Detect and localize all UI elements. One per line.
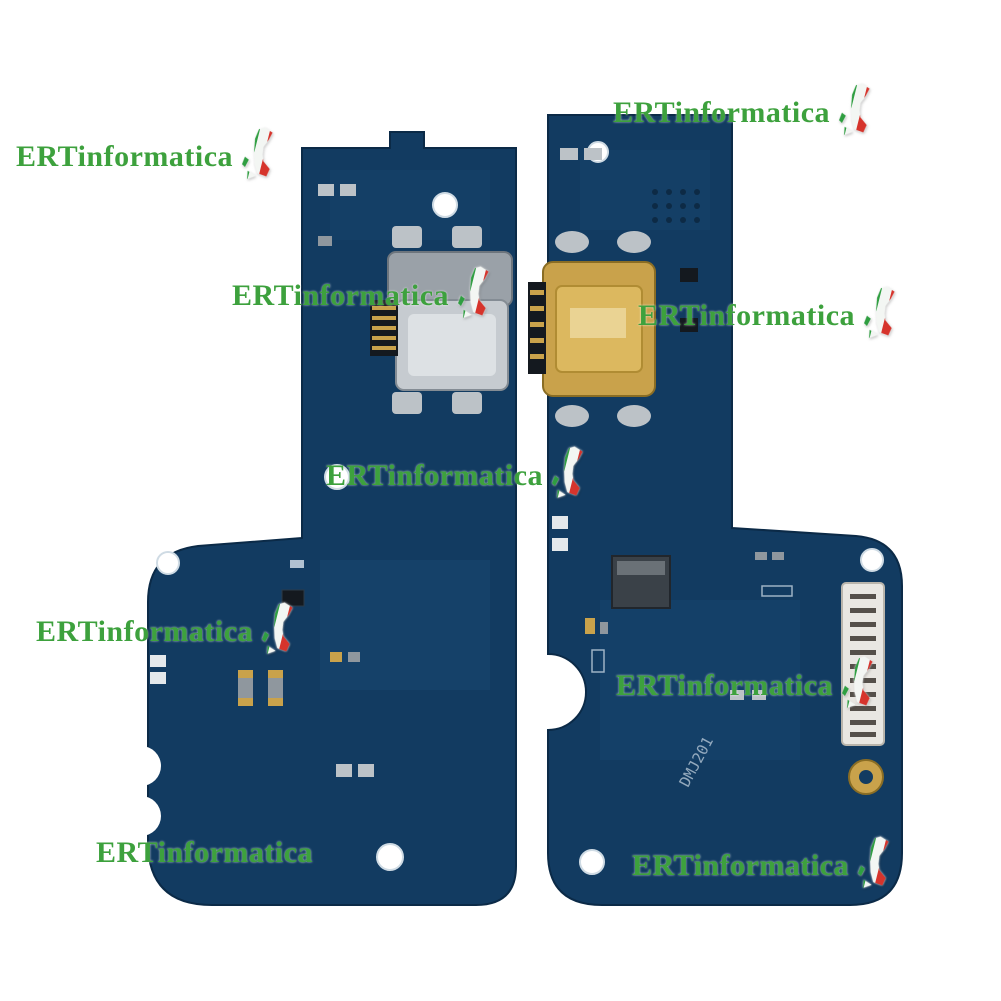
screw-hole — [156, 551, 180, 575]
screw-hole — [376, 843, 404, 871]
front-board-shade — [320, 560, 490, 690]
usb-solder-pad — [555, 231, 589, 253]
test-pad-grid — [652, 189, 700, 223]
pcb-front-board — [121, 131, 517, 906]
back-board-shade — [600, 600, 800, 760]
screw-hole — [860, 548, 884, 572]
usb-shell-top — [387, 251, 513, 307]
usb-weld-spot — [570, 308, 626, 338]
pcb-back-board: DMJ201 — [528, 114, 903, 906]
screw-hole — [432, 192, 458, 218]
usb-solder-pad — [392, 392, 422, 414]
back-board-outline — [547, 114, 903, 906]
usb-solder-pad — [617, 405, 651, 427]
screw-hole — [324, 464, 350, 490]
usb-pin-comb — [370, 300, 398, 356]
usb-solder-pad — [555, 405, 589, 427]
front-edge-notch — [121, 796, 161, 836]
usb-shell-opening — [408, 314, 496, 376]
usb-solder-pad — [617, 231, 651, 253]
front-small-components — [150, 184, 374, 777]
back-board-shade — [580, 150, 710, 230]
usb-solder-pad — [452, 226, 482, 248]
front-edge-notch — [121, 746, 161, 786]
fpc-connector — [841, 582, 885, 746]
usb-solder-pad — [452, 392, 482, 414]
usb-pin-comb — [528, 282, 546, 374]
antenna-contact — [848, 759, 884, 795]
microphone-component — [611, 555, 671, 609]
usb-solder-pad — [392, 226, 422, 248]
screw-hole — [579, 849, 605, 875]
micro-usb-connector-back — [528, 231, 656, 427]
back-small-components — [552, 148, 793, 700]
